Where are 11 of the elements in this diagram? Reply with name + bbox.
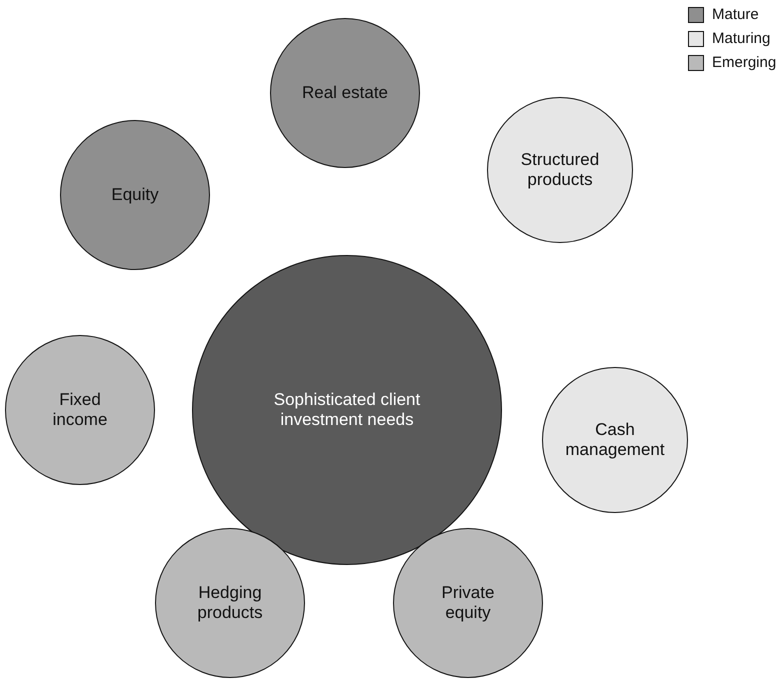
legend-label: Maturing [712, 30, 770, 47]
legend-label: Mature [712, 6, 759, 23]
circle-label: Real estate [302, 82, 388, 104]
circle-label: Sophisticated client investment needs [272, 390, 422, 430]
circle-label: Equity [111, 184, 159, 206]
circle-label: Cash management [564, 420, 666, 460]
circle-label: Fixed income [52, 390, 108, 430]
legend-label: Emerging [712, 54, 776, 71]
circle-label: Hedging products [196, 582, 264, 624]
circle-label: Private equity [440, 582, 496, 624]
circle-label: Structured products [520, 150, 600, 190]
